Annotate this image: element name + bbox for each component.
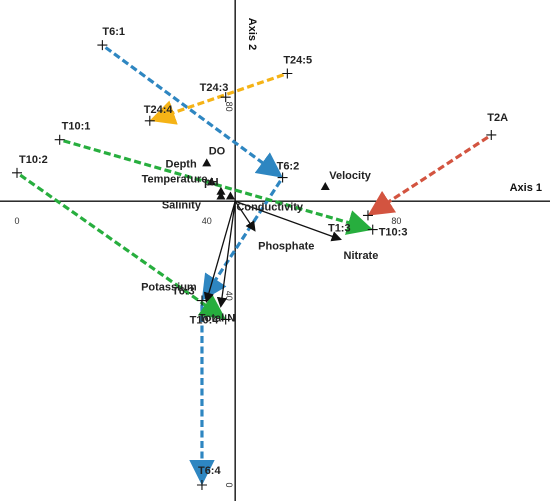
axis2-label: Axis 2 — [246, 18, 258, 50]
env-point-marker — [320, 182, 330, 191]
sample-point — [367, 224, 378, 235]
vector-arrow — [216, 201, 236, 308]
sample-label: T10:4 — [190, 314, 220, 326]
sample-label: T1:3 — [328, 222, 351, 234]
trajectory-arrow — [19, 173, 227, 320]
env-point-label: Velocity — [329, 170, 371, 182]
env-point-marker — [225, 191, 235, 200]
sample-point — [220, 92, 231, 103]
axis1-tick-label: 0 — [14, 216, 19, 226]
sample-label: T6:1 — [102, 26, 125, 38]
sample-point — [196, 295, 207, 306]
env-point-marker — [216, 186, 226, 195]
trajectory-arrow — [201, 180, 282, 301]
env-point-label: Salinity — [162, 199, 202, 211]
env-point-label: Depth — [166, 158, 197, 170]
sample-point — [362, 210, 373, 221]
env-point-label: DO — [209, 145, 226, 157]
vector-arrow — [203, 201, 236, 304]
env-point-marker — [202, 158, 212, 167]
env-point-marker — [216, 191, 226, 200]
sample-point — [144, 115, 155, 126]
trajectory-layer — [19, 46, 489, 486]
sample-label: T10:3 — [379, 227, 408, 239]
axis2-tick-label: 0 — [224, 482, 234, 487]
sample-label: T6:4 — [198, 465, 222, 477]
sample-point — [277, 172, 288, 183]
vector-label: Nitrate — [344, 250, 379, 262]
trajectory-arrow — [149, 73, 285, 125]
sample-point — [97, 40, 108, 51]
env-point-label: Conductivity — [236, 201, 303, 213]
sample-label: T10:1 — [62, 121, 91, 133]
sample-point — [54, 134, 65, 145]
env-point-marker — [206, 177, 216, 186]
trajectory-arrow — [367, 135, 489, 216]
axis2-tick-label: 80 — [224, 102, 234, 112]
vector-arrow — [234, 200, 342, 242]
sample-point — [220, 314, 231, 325]
sample-label: T6:3 — [172, 286, 195, 298]
sample-label: T24:3 — [200, 82, 229, 94]
trajectory-arrow — [104, 46, 283, 178]
axis1-tick-label: 80 — [391, 216, 401, 226]
sample-label: T24:5 — [283, 54, 312, 66]
sample-point — [282, 68, 293, 79]
axis1-label: Axis 1 — [510, 182, 542, 194]
sample-point — [12, 167, 22, 178]
axis2-tick-label: 40 — [224, 291, 234, 301]
axis1-tick-label: 40 — [202, 216, 212, 226]
sample-label: T24:4 — [144, 104, 174, 116]
sample-point — [486, 129, 497, 140]
sample-label: T2A — [487, 112, 508, 124]
env-point-label: pH — [204, 177, 219, 189]
vector-arrow — [234, 200, 256, 232]
vector-label: Potassium — [141, 282, 197, 294]
sample-point — [196, 480, 207, 490]
sample-label: T6:2 — [277, 161, 300, 173]
vector-label: Phosphate — [258, 241, 314, 253]
env-point-label: Temperature — [142, 173, 208, 185]
sample-label: T10:2 — [19, 154, 48, 166]
